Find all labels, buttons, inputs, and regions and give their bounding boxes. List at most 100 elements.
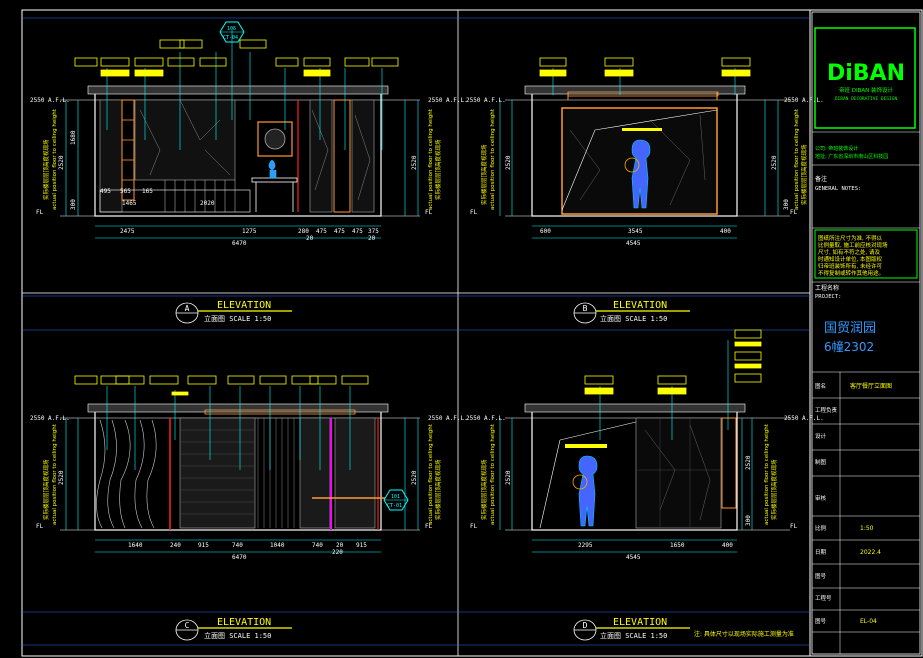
dim-b-right-1: 300	[783, 199, 790, 210]
panel-d-subtitle: 立面图 SCALE 1:50	[600, 631, 667, 640]
callout-ref-101: CT-01	[387, 503, 402, 509]
tb-row-label-3: 制图	[815, 458, 827, 466]
note-line-5: 不得复制或转作其他用途。	[818, 269, 884, 277]
tb-row-label-8: 工程号	[815, 594, 832, 602]
panel-c-subtitle: 立面图 SCALE 1:50	[204, 631, 271, 640]
tb-row-label-2: 设计	[815, 432, 827, 440]
logo-sub-1: 帝班 DIBAN 装饰设计	[839, 86, 894, 94]
vnote-b-en-r: actual position floor to ceiling height	[794, 108, 800, 210]
tb-scale: 1:50	[860, 525, 874, 532]
vnote-d-cn: 实际楼层层顶高度视现场	[480, 459, 488, 520]
vnote-c-en: actual position floor to ceiling height	[52, 423, 58, 525]
dim-b-2: 400	[720, 228, 731, 235]
dim-a-1: 1275	[242, 228, 257, 235]
note-line-4: 归帝班装饰所有, 未经许可	[818, 262, 882, 270]
dim-c-3: 740	[232, 542, 243, 549]
dim-a-4: 475	[334, 228, 345, 235]
vnote-d-en-r: actual position floor to ceiling height	[764, 423, 770, 525]
dim-b-right-0: 2520	[771, 155, 778, 170]
panel-d-title: ELEVATION	[613, 617, 667, 628]
vnote-b-cn-r: 实际楼层层顶高度视现场	[800, 144, 808, 205]
fl-label-d: FL	[470, 523, 478, 530]
dim-c-2: 915	[198, 542, 209, 549]
panel-c-letter: C	[185, 621, 190, 630]
dim-a-2: 280	[298, 228, 309, 235]
tb-date: 2022.4	[860, 549, 881, 556]
dim-c-total: 6470	[232, 554, 247, 561]
dim-c-6: 20	[336, 542, 344, 549]
callout-num-101: 101	[391, 494, 400, 500]
dim-c-0: 1640	[128, 542, 143, 549]
elevation-panel-c	[60, 375, 420, 553]
level-label-a-right: 2550 A.F.L.	[428, 97, 468, 104]
panel-b-subtitle: 立面图 SCALE 1:50	[600, 314, 667, 323]
vnote-a-en: actual position floor to ceiling height	[52, 108, 58, 210]
note-line-3: 时通知设计单位, 本图版权	[818, 255, 882, 263]
fl-label-c-right: FL	[425, 523, 433, 530]
title-block	[811, 11, 921, 655]
dim-a-inner-0: 495	[100, 188, 111, 195]
level-label-d: 2550 A.F.L.	[466, 415, 506, 422]
dim-a-left-1: 2520	[58, 155, 65, 170]
logo-text: DiBAN	[827, 61, 905, 86]
notes-label: 备注	[815, 175, 827, 183]
dim-a-inner-1: 565	[120, 188, 131, 195]
tb-drawing-name: 客厅餐厅立面图	[850, 382, 892, 390]
dim-d-1: 1650	[670, 542, 685, 549]
fl-label-b: FL	[470, 209, 478, 216]
dim-a-small: 20	[368, 235, 376, 242]
fl-label-b-right: FL	[790, 209, 798, 216]
notes-en: GENERAL NOTES:	[815, 186, 861, 192]
project-en: PROJECT:	[815, 294, 842, 300]
note-line-1: 比例量取, 施工前应核对现场	[818, 241, 888, 249]
project-label: 工程名称	[815, 284, 839, 292]
project-name-1: 国贸润园	[824, 321, 876, 336]
vnote-c-cn-r: 实际楼层层顶高度视现场	[434, 459, 442, 520]
dim-a-subtotal: 20	[306, 235, 314, 242]
company-label: 公司: 帝班装饰设计	[815, 145, 858, 152]
panel-c-title: ELEVATION	[217, 617, 271, 628]
dim-d-0: 2295	[578, 542, 593, 549]
dim-c-7: 915	[356, 542, 367, 549]
panel-d-letter: D	[583, 621, 588, 630]
dim-a-6: 375	[368, 228, 379, 235]
dim-a-inner-3: 1465	[122, 200, 137, 207]
dim-c-1: 240	[170, 542, 181, 549]
vnote-a-cn: 实际楼层层顶高度视现场	[42, 139, 50, 200]
elevation-panel-a	[60, 30, 420, 239]
tb-row-label-4: 审核	[815, 494, 827, 502]
tb-drawing-no: EL-04	[860, 618, 877, 625]
tb-row-label-0: 图名	[815, 382, 826, 390]
level-label-d-right: 2550 A.F.L.	[784, 415, 824, 422]
dim-a-left-2: 300	[70, 199, 77, 210]
dim-a-inner-2: 165	[142, 188, 153, 195]
fl-label-d-right: FL	[790, 523, 798, 530]
dim-a-right-1: 2520	[411, 155, 418, 170]
dim-d-right-1: 300	[745, 515, 752, 526]
elevation-panel-b	[499, 57, 790, 239]
company-addr: 地址: 广东省深圳市南山区科技园	[815, 153, 888, 160]
fl-label-a-right: FL	[425, 209, 433, 216]
panel-b-title: ELEVATION	[613, 300, 667, 311]
project-name-2: 6幢2302	[824, 339, 874, 354]
guide-lines	[22, 17, 810, 646]
dim-a-3: 475	[316, 228, 327, 235]
tb-row-label-7: 图号	[815, 572, 827, 580]
vnote-c-cn: 实际楼层层顶高度视现场	[42, 459, 50, 520]
sheet-border	[21, 9, 923, 657]
bottom-note: 注: 具体尺寸以现场实际施工测量为准	[694, 630, 794, 638]
callout-num-106: 106	[227, 26, 236, 32]
logo-box	[814, 27, 916, 129]
dim-a-inner-4: 2020	[200, 200, 215, 207]
level-label-c: 2550 A.F.L.	[30, 415, 70, 422]
tb-row-label-5: 比例	[815, 524, 827, 532]
dim-d-2: 400	[722, 542, 733, 549]
panel-a-subtitle: 立面图 SCALE 1:50	[204, 314, 271, 323]
dim-a-5: 475	[352, 228, 363, 235]
vnote-d-cn-r: 实际楼层层顶高度视现场	[770, 459, 778, 520]
dim-c-left-0: 2520	[58, 470, 65, 485]
title-underlines	[198, 310, 690, 629]
vnote-a-en-r: actual position floor to ceiling height	[428, 108, 434, 210]
tb-row-label-1: 工程负责	[815, 406, 838, 414]
